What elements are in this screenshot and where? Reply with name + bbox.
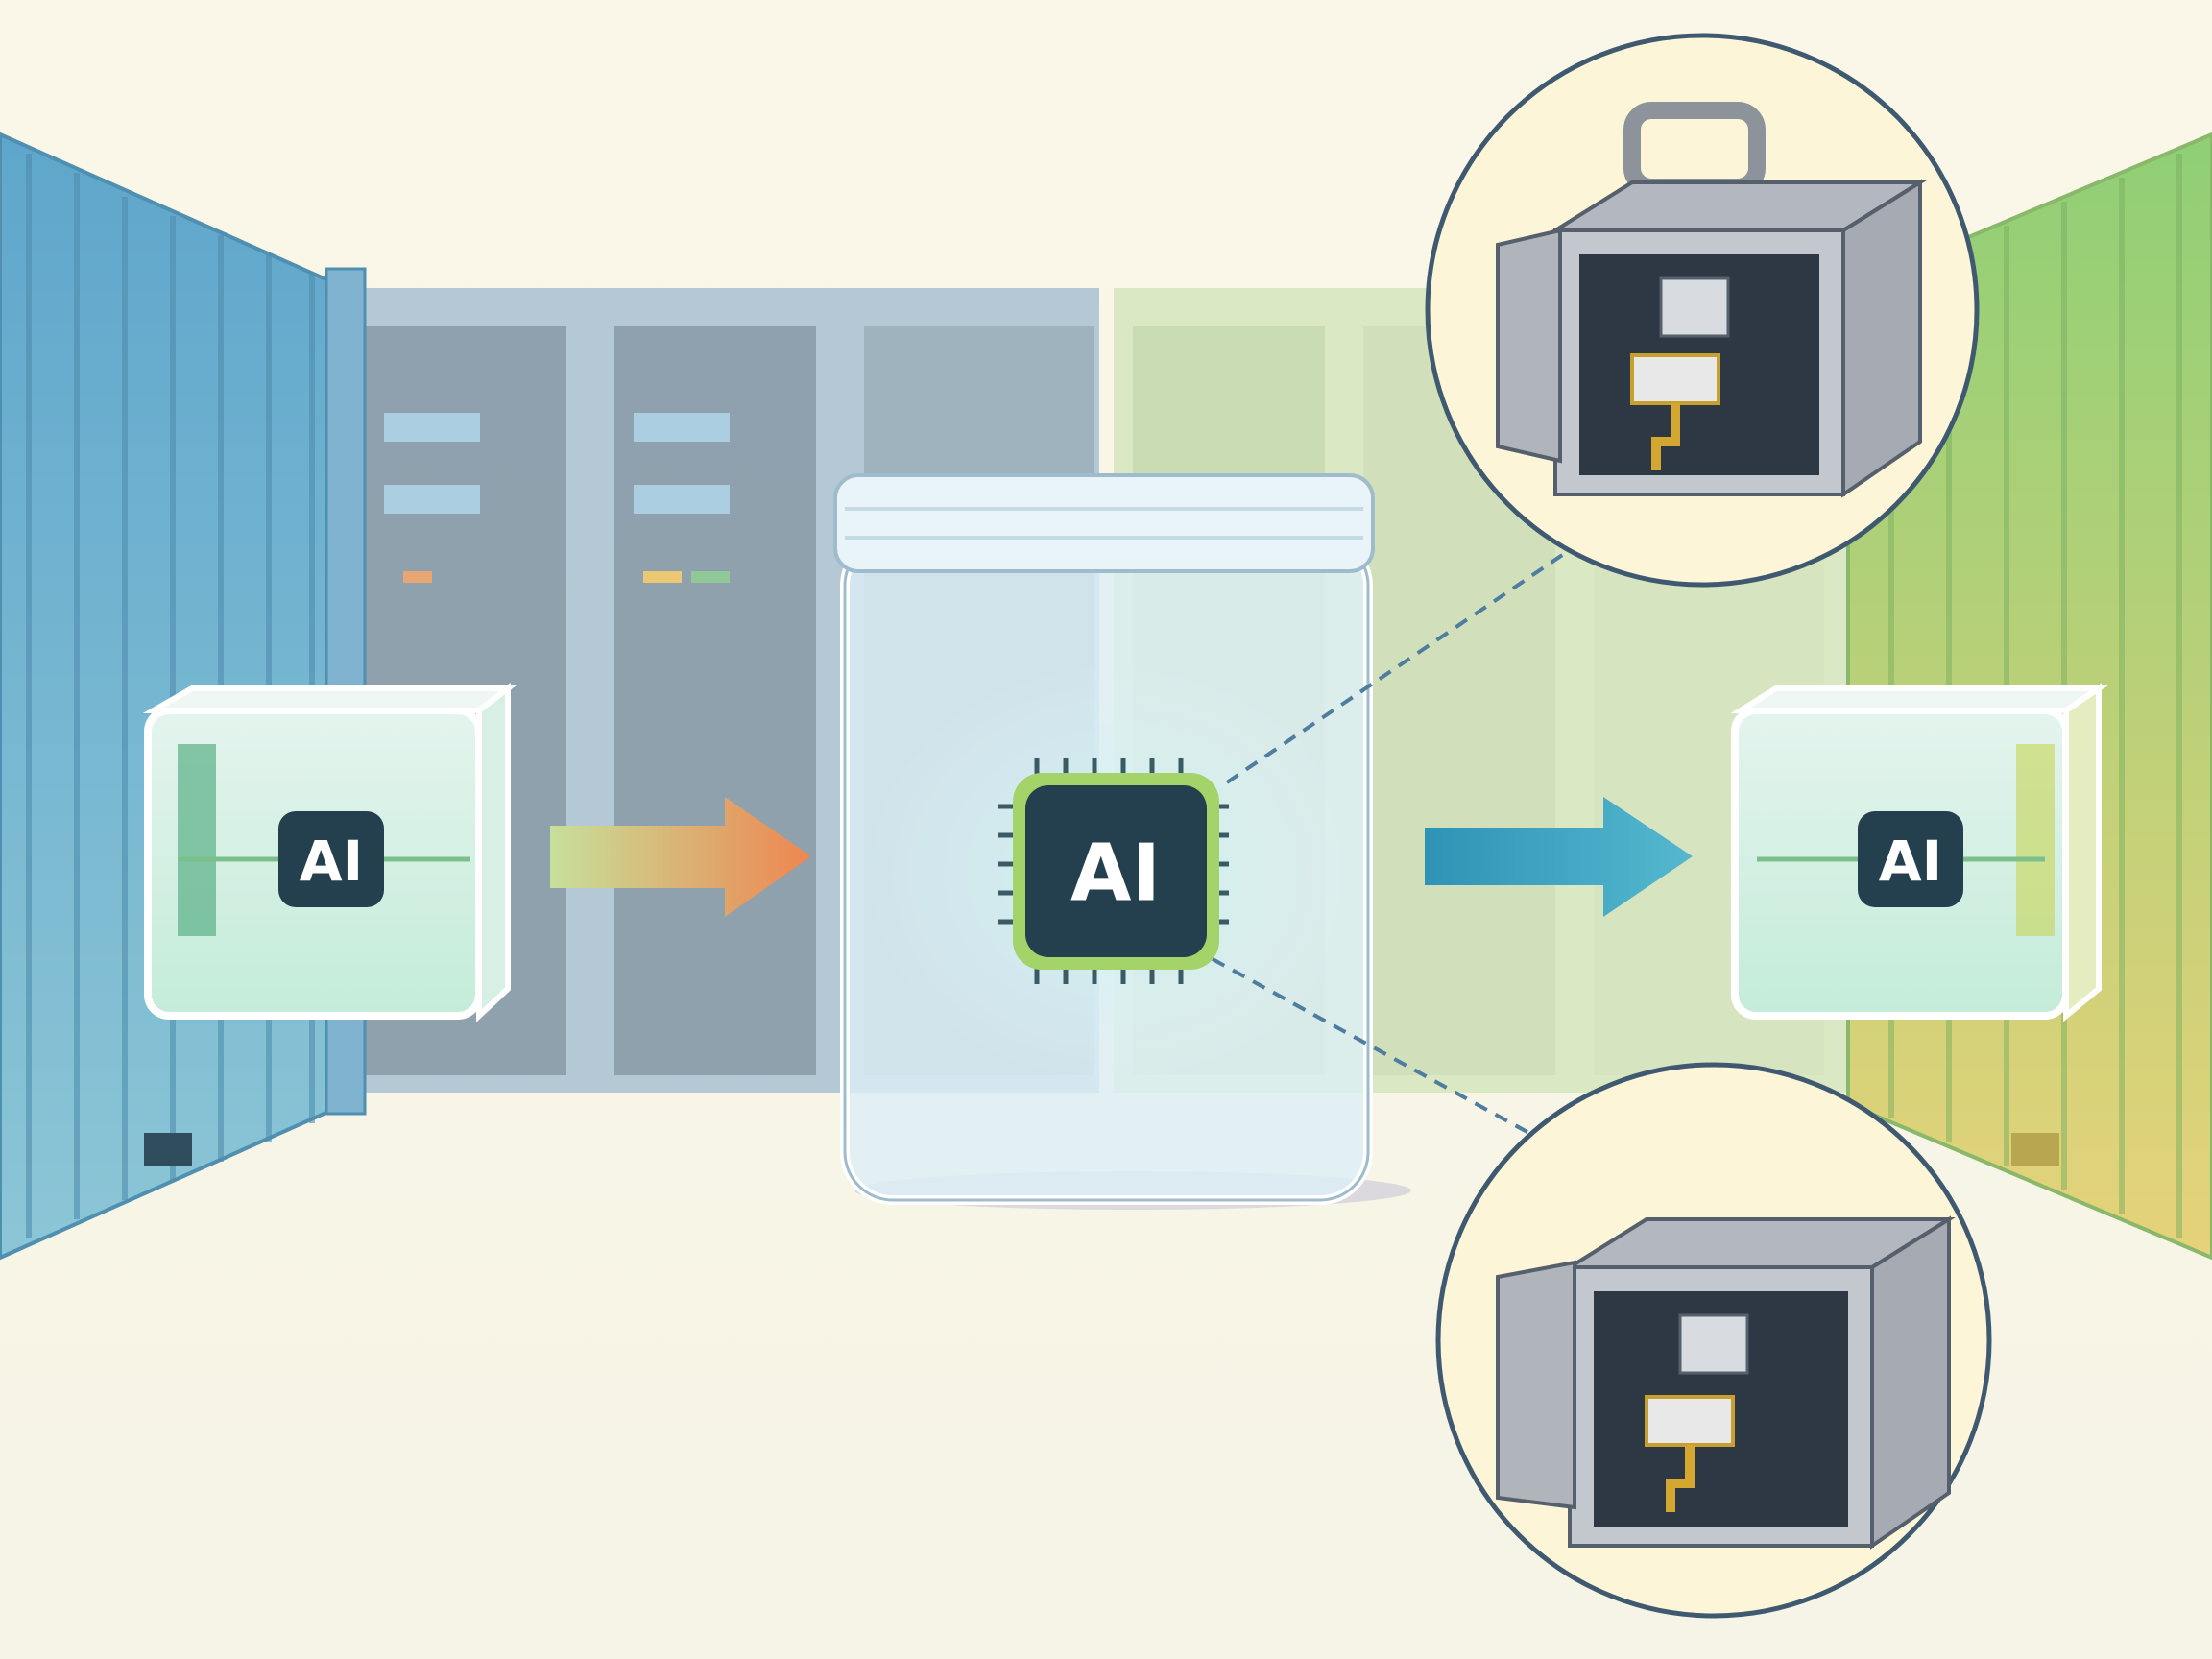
ai-cube-right: AI (1730, 683, 2108, 1022)
dashed-connector-top (1225, 541, 1581, 784)
ai-label: AI (300, 829, 363, 894)
ai-label: AI (1070, 829, 1161, 920)
ai-label: AI (1879, 829, 1942, 894)
dashed-connector-bottom (1212, 957, 1535, 1138)
ai-chip: AI (998, 758, 1229, 984)
detail-circle-top (1425, 33, 1980, 588)
arrow-right-gradient (550, 797, 811, 917)
detail-circle-bottom (1435, 1062, 1992, 1619)
ai-cube-left: AI (142, 682, 517, 1022)
arrow-right-blue (1425, 797, 1693, 917)
